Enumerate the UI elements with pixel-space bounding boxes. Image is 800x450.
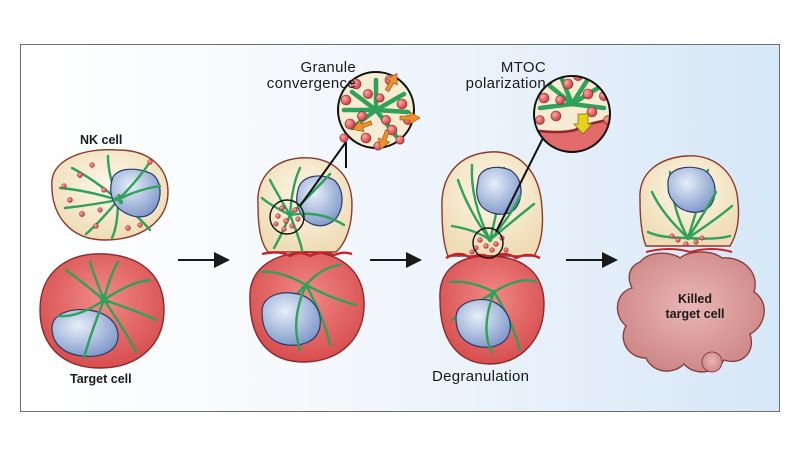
nk-cell-final bbox=[639, 155, 740, 247]
granule-convergence-callout bbox=[299, 71, 421, 207]
nk-microtubules-over bbox=[116, 160, 162, 202]
zoom-focus-circle-2 bbox=[472, 227, 504, 259]
degranulation-label: Degranulation bbox=[432, 368, 530, 385]
mtoc-label-line1: MTOC bbox=[500, 59, 546, 76]
conjugate-granule-convergence bbox=[249, 157, 365, 363]
killed-label-line1: Killed bbox=[677, 292, 713, 306]
nk-cell-label: NK cell bbox=[80, 133, 123, 147]
synapse-membrane bbox=[261, 251, 353, 258]
killed-label-line2: target cell bbox=[665, 307, 725, 321]
granule-label-line2: convergence bbox=[266, 75, 356, 92]
granule-convergence-label: Granule convergence bbox=[266, 60, 356, 92]
target-cell-label: Target cell bbox=[70, 372, 132, 386]
zoom-focus-circle bbox=[269, 199, 305, 235]
conjugate-degranulation bbox=[439, 151, 545, 365]
target-nucleus bbox=[51, 309, 119, 357]
killed-target-label: Killed target cell bbox=[640, 292, 750, 322]
mtoc-polarization-label: MTOC polarization bbox=[462, 60, 546, 92]
nk-cell bbox=[51, 149, 169, 241]
granule-label-line1: Granule bbox=[300, 59, 356, 76]
target-nucleus-3 bbox=[455, 299, 511, 348]
nk-granules bbox=[61, 159, 153, 231]
killed-target-cell bbox=[616, 248, 765, 373]
target-cell bbox=[39, 253, 165, 369]
target-nucleus-2 bbox=[261, 292, 321, 346]
mtoc-label-line2: polarization bbox=[465, 75, 546, 92]
nk-mtoc bbox=[113, 194, 124, 205]
